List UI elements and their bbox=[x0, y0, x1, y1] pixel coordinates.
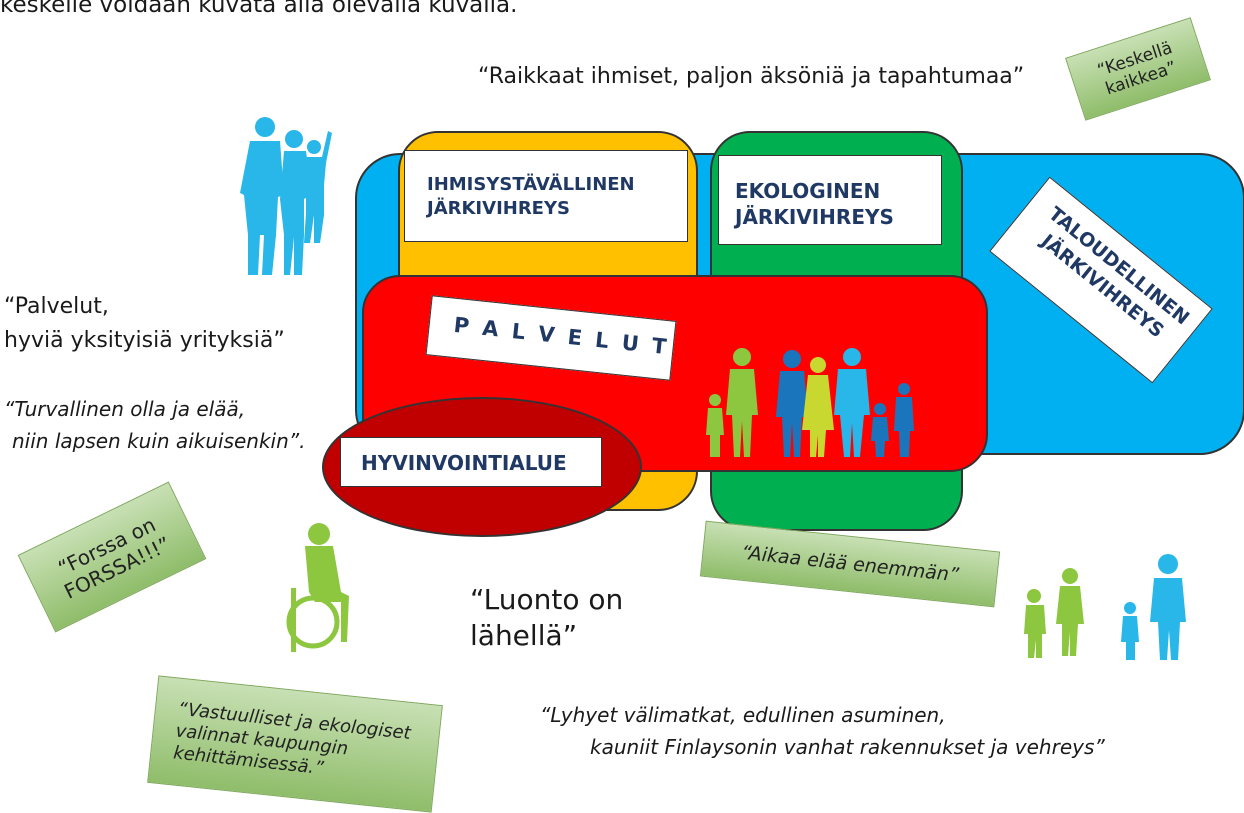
quote-luonto: “Luonto on lähellä” bbox=[470, 582, 623, 654]
quote-palvelut-line1: “Palvelut, bbox=[4, 294, 109, 319]
label-ihmisystavallinen: IHMISYSTÄVÄLLINEN JÄRKIVIHREYS bbox=[404, 150, 688, 242]
quote-palvelut-line2: hyviä yksityisiä yrityksiä” bbox=[4, 328, 285, 353]
quote-turvallinen-line2: niin lapsen kuin aikuisenkin”. bbox=[12, 429, 306, 453]
quote-lyhyet-line1: “Lyhyet välimatkat, edullinen asuminen, bbox=[540, 703, 946, 727]
label-ekologinen: EKOLOGINEN JÄRKIVIHREYS bbox=[718, 155, 942, 245]
wheelchair-person-icon bbox=[286, 523, 349, 652]
note-forssa: “Forssa on FORSSA!!!” bbox=[17, 481, 207, 633]
quote-lyhyet-line2: kauniit Finlaysonin vanhat rakennukset j… bbox=[590, 735, 1105, 759]
note-vastuulliset: “Vastuulliset ja ekologiset valinnat kau… bbox=[147, 675, 443, 813]
label-hyvinvointialue: HYVINVOINTIALUE bbox=[340, 437, 602, 487]
quote-luonto-line1: “Luonto on bbox=[470, 583, 624, 616]
label-eko-line2: JÄRKIVIHREYS bbox=[735, 205, 894, 229]
quote-raikkaat: “Raikkaat ihmiset, paljon äksöniä ja tap… bbox=[478, 64, 1025, 89]
children-parent-icon bbox=[1024, 554, 1186, 660]
label-ihmis-line1: IHMISYSTÄVÄLLINEN bbox=[427, 174, 635, 195]
quote-luonto-line2: lähellä” bbox=[470, 619, 578, 652]
quote-turvallinen-line1: “Turvallinen olla ja elää, bbox=[4, 397, 246, 421]
family-silhouette-icon bbox=[240, 117, 332, 275]
note-keskella: “Keskellä kaikkea” bbox=[1065, 17, 1211, 121]
intro-text: keskelle voidaan kuvata alla olevalla ku… bbox=[0, 0, 518, 18]
label-ihmis-line2: JÄRKIVIHREYS bbox=[427, 198, 570, 219]
note-aikaa: “Aikaa elää enemmän” bbox=[699, 520, 1001, 608]
label-eko-line1: EKOLOGINEN bbox=[735, 179, 881, 203]
group-people-icon bbox=[706, 348, 914, 457]
